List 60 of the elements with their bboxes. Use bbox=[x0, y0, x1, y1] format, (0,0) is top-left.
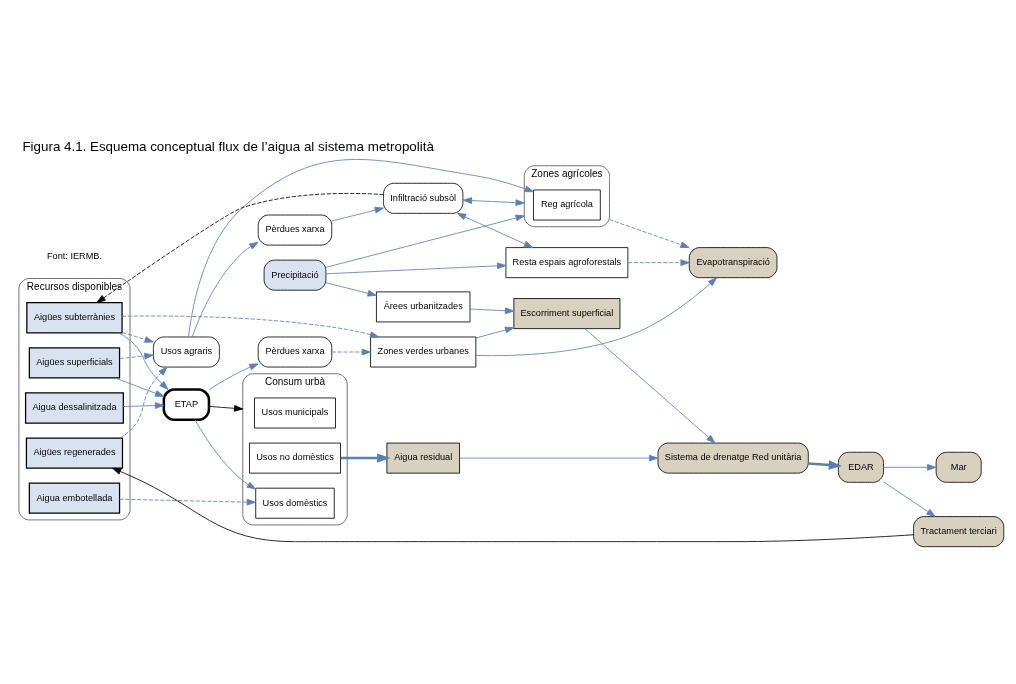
node-box: Reg agrícola bbox=[533, 189, 601, 221]
node-box: Pèrdues xarxa bbox=[257, 214, 333, 246]
node-box: Usos domèstics bbox=[255, 487, 335, 519]
arrow bbox=[114, 377, 165, 397]
arrow bbox=[475, 277, 717, 357]
node-box: Aigües superficials bbox=[28, 347, 121, 379]
node-box: Evapotranspiració bbox=[688, 247, 778, 279]
node-box: Precipitació bbox=[263, 259, 327, 291]
node-box: Mar bbox=[935, 451, 982, 483]
arrow bbox=[627, 259, 690, 266]
arrow bbox=[609, 219, 690, 248]
node-box: Usos no domèstics bbox=[249, 442, 341, 474]
node-box: Usos municipals bbox=[254, 397, 336, 429]
arrow bbox=[188, 159, 534, 338]
arrow bbox=[883, 463, 937, 471]
node-box: EDAR bbox=[837, 451, 884, 483]
arrow bbox=[208, 363, 259, 391]
node-box: ETAP bbox=[162, 388, 211, 421]
arrow bbox=[459, 454, 659, 462]
node-box: Sistema de drenatge Red unitària bbox=[657, 442, 809, 474]
arrow bbox=[331, 348, 371, 356]
arrow bbox=[119, 352, 154, 360]
arrow bbox=[112, 467, 914, 543]
node-box: Infiltració subsòl bbox=[383, 182, 464, 214]
arrow bbox=[121, 331, 154, 343]
node-box: Àrees urbanitzades bbox=[376, 291, 471, 323]
arrow bbox=[325, 214, 525, 268]
arrow bbox=[191, 241, 259, 338]
arrow bbox=[475, 326, 515, 339]
node-box: Usos agraris bbox=[153, 336, 220, 368]
diagram-title: Figura 4.1. Esquema conceptual flux de l’aigua al sistema metropolità bbox=[22, 139, 434, 155]
node-box: Aigües regenerades bbox=[25, 437, 124, 469]
node-box: Resta espais agroforestals bbox=[505, 247, 629, 279]
node-box: Tractament terciari bbox=[913, 516, 1005, 548]
node-box: Pèrdues xarxa bbox=[257, 336, 333, 368]
arrow bbox=[194, 419, 256, 490]
arrow bbox=[122, 402, 165, 409]
caption: Font: IERMB. bbox=[46, 251, 102, 262]
arrow bbox=[208, 405, 244, 412]
arrow bbox=[462, 197, 525, 206]
arrow bbox=[119, 498, 256, 506]
node-box: Aigua embotellada bbox=[28, 482, 121, 514]
arrow bbox=[808, 460, 843, 470]
arrow bbox=[121, 315, 380, 338]
arrow bbox=[325, 282, 377, 297]
node-box: Aigua dessalinitzada bbox=[24, 392, 124, 424]
arrow bbox=[118, 332, 169, 390]
arrow bbox=[331, 206, 384, 222]
arrow bbox=[584, 328, 716, 444]
arrow bbox=[456, 213, 534, 248]
node-box: Zones verdes urbanes bbox=[370, 336, 477, 368]
arrow bbox=[883, 481, 936, 517]
node-box: Escorriment superficial bbox=[513, 298, 621, 330]
arrow bbox=[340, 453, 391, 463]
node-box: Aigua residual bbox=[386, 442, 460, 474]
node-box: Aigües subterrànies bbox=[26, 302, 123, 334]
arrow bbox=[325, 262, 507, 275]
arrow bbox=[119, 366, 168, 439]
arrow bbox=[96, 193, 384, 304]
arrow bbox=[469, 307, 515, 315]
